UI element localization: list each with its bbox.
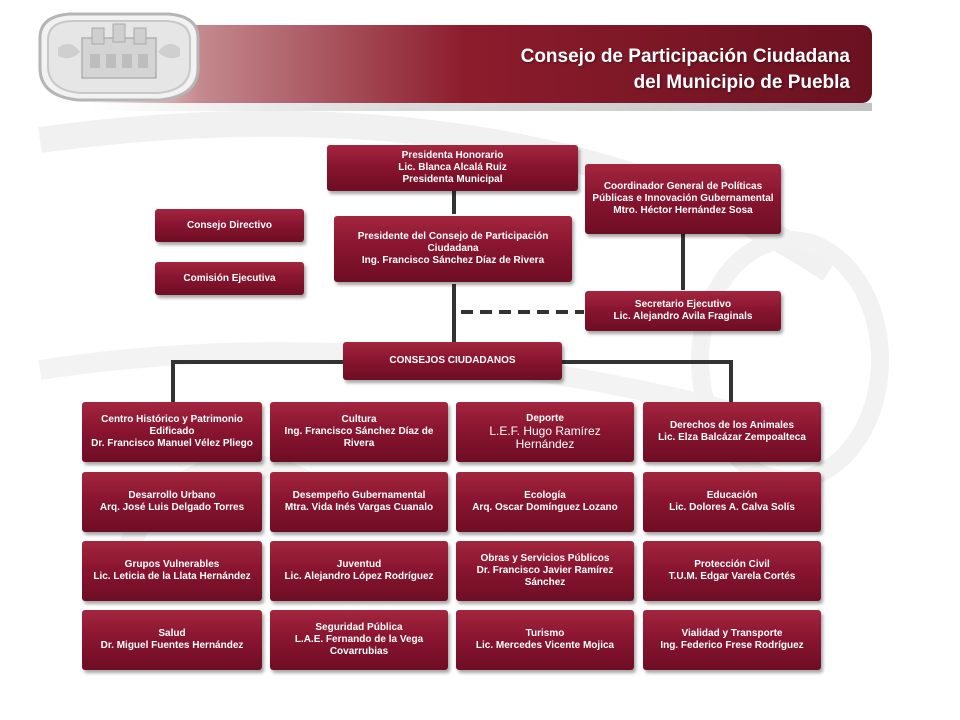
node-name: Lic. Alejandro Avila Fraginals bbox=[613, 311, 753, 322]
node-title: Presidenta Honorario bbox=[401, 150, 504, 161]
council-name: Ing. Francisco Sánchez Díaz de Rivera bbox=[284, 426, 434, 449]
council-box: Protección Civil T.U.M. Edgar Varela Cor… bbox=[643, 541, 821, 601]
council-title: Grupos Vulnerables bbox=[124, 559, 220, 570]
council-box: Cultura Ing. Francisco Sánchez Díaz de R… bbox=[270, 402, 448, 462]
council-title: Desempeño Gubernamental bbox=[292, 490, 426, 501]
council-box: Desempeño Gubernamental Mtra. Vida Inés … bbox=[270, 472, 448, 532]
council-box: Derechos de los Animales Lic. Elza Balcá… bbox=[643, 402, 821, 462]
council-name: Arq. Oscar Domínguez Lozano bbox=[472, 502, 618, 513]
council-name: Dr. Francisco Javier Ramírez Sánchez bbox=[476, 565, 614, 588]
node-role: Presidenta Municipal bbox=[402, 174, 503, 185]
council-title: Turismo bbox=[525, 628, 565, 639]
council-box: Vialidad y Transporte Ing. Federico Fres… bbox=[643, 610, 821, 670]
node-name: Mtro. Héctor Hernández Sosa bbox=[613, 205, 753, 216]
node-presidente-consejo: Presidente del Consejo de Participación … bbox=[334, 216, 572, 282]
council-name: Lic. Dolores A. Calva Solís bbox=[669, 502, 795, 513]
council-box: Desarrollo Urbano Arq. José Luis Delgado… bbox=[82, 472, 262, 532]
council-name: Lic. Mercedes Vicente Mojica bbox=[475, 640, 615, 651]
node-presidenta-honorario: Presidenta Honorario Lic. Blanca Alcalá … bbox=[327, 145, 578, 191]
node-title: CONSEJOS CIUDADANOS bbox=[389, 355, 516, 366]
council-box: Educación Lic. Dolores A. Calva Solís bbox=[643, 472, 821, 532]
council-name: Lic. Leticia de la Llata Hernández bbox=[93, 571, 251, 582]
council-title: Derechos de los Animales bbox=[669, 420, 795, 431]
council-name: L.A.E. Fernando de la Vega Covarrubias bbox=[294, 634, 424, 657]
node-coordinador-general: Coordinador General de Políticas Pública… bbox=[585, 164, 781, 234]
council-title: Seguridad Pública bbox=[315, 622, 403, 633]
council-name: Mtra. Vida Inés Vargas Cuanalo bbox=[284, 502, 434, 513]
council-box: Salud Dr. Miguel Fuentes Hernández bbox=[82, 610, 262, 670]
node-title: Comisión Ejecutiva bbox=[183, 272, 276, 284]
council-box: Deporte L.E.F. Hugo Ramírez Hernández bbox=[456, 402, 634, 462]
node-comision-ejecutiva: Comisión Ejecutiva bbox=[155, 262, 304, 295]
node-title: Secretario Ejecutivo bbox=[634, 299, 732, 310]
council-title: Ecología bbox=[524, 490, 566, 501]
node-title: Presidente del Consejo de Participación … bbox=[357, 231, 549, 254]
council-name: T.U.M. Edgar Varela Cortés bbox=[668, 571, 796, 582]
node-consejos-ciudadanos: CONSEJOS CIUDADANOS bbox=[343, 342, 562, 380]
council-title: Protección Civil bbox=[694, 559, 770, 570]
council-title: Desarrollo Urbano bbox=[128, 490, 216, 501]
council-title: Educación bbox=[706, 490, 758, 501]
council-name: Lic. Alejandro López Rodríguez bbox=[284, 571, 434, 582]
node-name: Ing. Francisco Sánchez Díaz de Rivera bbox=[361, 255, 545, 266]
council-box: Obras y Servicios Públicos Dr. Francisco… bbox=[456, 541, 634, 601]
municipal-crest-icon bbox=[38, 12, 200, 102]
title-line-2: del Municipio de Puebla bbox=[633, 72, 850, 93]
council-title: Juventud bbox=[336, 559, 382, 570]
council-box: Ecología Arq. Oscar Domínguez Lozano bbox=[456, 472, 634, 532]
council-name: Dr. Francisco Manuel Vélez Pliego bbox=[91, 438, 253, 449]
node-name: Lic. Blanca Alcalá Ruiz bbox=[398, 162, 507, 173]
node-secretario-ejecutivo: Secretario Ejecutivo Lic. Alejandro Avil… bbox=[585, 291, 781, 331]
council-title: Vialidad y Transporte bbox=[681, 628, 783, 639]
council-title: Centro Histórico y Patrimonio Edificado bbox=[101, 414, 243, 437]
council-title: Obras y Servicios Públicos bbox=[480, 553, 610, 564]
council-name: L.E.F. Hugo Ramírez Hernández bbox=[489, 424, 601, 451]
council-box: Grupos Vulnerables Lic. Leticia de la Ll… bbox=[82, 541, 262, 601]
council-name: Dr. Miguel Fuentes Hernández bbox=[100, 640, 244, 651]
council-name: Lic. Elza Balcázar Zempoalteca bbox=[658, 432, 806, 443]
council-box: Juventud Lic. Alejandro López Rodríguez bbox=[270, 541, 448, 601]
title-line-1: Consejo de Participación Ciudadana bbox=[520, 46, 850, 67]
node-title: Coordinador General de Políticas Pública… bbox=[592, 181, 774, 204]
node-consejo-directivo: Consejo Directivo bbox=[155, 209, 304, 242]
council-name: Ing. Federico Frese Rodríguez bbox=[660, 640, 804, 651]
council-box: Turismo Lic. Mercedes Vicente Mojica bbox=[456, 610, 634, 670]
council-title: Salud bbox=[158, 628, 186, 639]
council-name: Arq. José Luis Delgado Torres bbox=[99, 502, 245, 513]
council-box: Centro Histórico y Patrimonio Edificado … bbox=[82, 402, 262, 462]
council-title: Deporte bbox=[526, 413, 564, 424]
council-box: Seguridad Pública L.A.E. Fernando de la … bbox=[270, 610, 448, 670]
header-band bbox=[90, 25, 872, 111]
node-title: Consejo Directivo bbox=[186, 219, 273, 231]
council-title: Cultura bbox=[341, 414, 377, 425]
page-title: Consejo de Participación Ciudadana del M… bbox=[521, 44, 850, 96]
